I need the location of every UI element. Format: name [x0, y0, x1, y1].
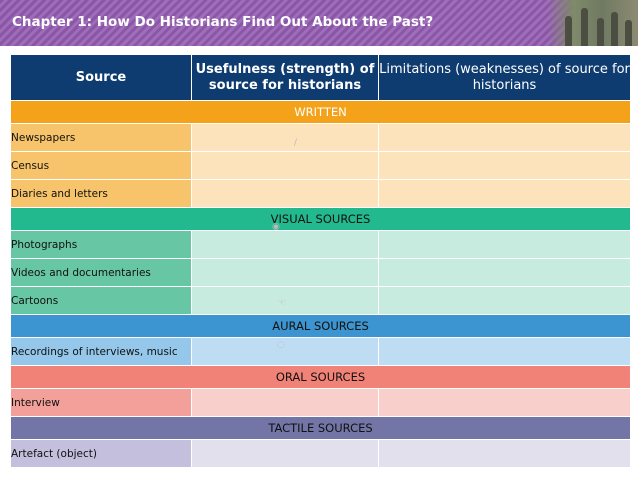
table-row: Recordings of interviews, music — [10, 337, 631, 366]
section-title: AURAL SOURCES — [10, 314, 631, 338]
usefulness-cell[interactable] — [191, 230, 379, 259]
limitations-cell[interactable] — [378, 230, 631, 259]
source-label: Census — [10, 151, 192, 180]
eye-icon: ◉ — [272, 222, 280, 232]
limitations-cell[interactable] — [378, 258, 631, 287]
usefulness-cell[interactable] — [191, 123, 379, 152]
column-header-source: Source — [10, 54, 192, 101]
table-row: Census — [10, 151, 631, 180]
usefulness-cell[interactable] — [191, 439, 379, 468]
limitations-cell[interactable] — [378, 388, 631, 417]
limitations-cell[interactable] — [378, 123, 631, 152]
limitations-cell[interactable] — [378, 286, 631, 315]
section-title: VISUAL SOURCES — [10, 207, 631, 231]
section-header-oral: ORAL SOURCES — [10, 365, 631, 389]
table-row: Diaries and letters — [10, 179, 631, 208]
section-header-visual: VISUAL SOURCES — [10, 207, 631, 231]
section-header-written: WRITTEN — [10, 100, 631, 124]
title-banner: Chapter 1: How Do Historians Find Out Ab… — [0, 0, 638, 46]
ear-icon: ◌ — [277, 340, 285, 350]
source-label: Recordings of interviews, music — [10, 337, 192, 366]
source-label: Diaries and letters — [10, 179, 192, 208]
table-row: Artefact (object) — [10, 439, 631, 468]
column-header-limitations: Limitations (weaknesses) of source for h… — [378, 54, 631, 101]
section-title: WRITTEN — [10, 100, 631, 124]
source-label: Videos and documentaries — [10, 258, 192, 287]
usefulness-cell[interactable] — [191, 179, 379, 208]
section-title: ORAL SOURCES — [10, 365, 631, 389]
section-header-aural: AURAL SOURCES — [10, 314, 631, 338]
hand-icon: ☜ — [278, 298, 287, 308]
table-row: Videos and documentaries — [10, 258, 631, 287]
usefulness-cell[interactable] — [191, 151, 379, 180]
source-label: Cartoons — [10, 286, 192, 315]
table-row: Cartoons — [10, 286, 631, 315]
column-header-usefulness: Usefulness (strength) of source for hist… — [191, 54, 379, 101]
source-label: Photographs — [10, 230, 192, 259]
page-title: Chapter 1: How Do Historians Find Out Ab… — [12, 14, 434, 30]
limitations-cell[interactable] — [378, 151, 631, 180]
table-row: Interview — [10, 388, 631, 417]
source-label: Newspapers — [10, 123, 192, 152]
section-header-tactile: TACTILE SOURCES — [10, 416, 631, 440]
source-label: Artefact (object) — [10, 439, 192, 468]
limitations-cell[interactable] — [378, 179, 631, 208]
table-row: Photographs — [10, 230, 631, 259]
pencil-icon: ∕ — [294, 138, 298, 148]
sources-table: Source Usefulness (strength) of source f… — [10, 54, 631, 468]
source-label: Interview — [10, 388, 192, 417]
usefulness-cell[interactable] — [191, 286, 379, 315]
usefulness-cell[interactable] — [191, 337, 379, 366]
banner-photo — [547, 0, 638, 46]
section-title: TACTILE SOURCES — [10, 416, 631, 440]
usefulness-cell[interactable] — [191, 258, 379, 287]
table-row: Newspapers — [10, 123, 631, 152]
usefulness-cell[interactable] — [191, 388, 379, 417]
table-header-row: Source Usefulness (strength) of source f… — [10, 54, 631, 101]
limitations-cell[interactable] — [378, 439, 631, 468]
limitations-cell[interactable] — [378, 337, 631, 366]
